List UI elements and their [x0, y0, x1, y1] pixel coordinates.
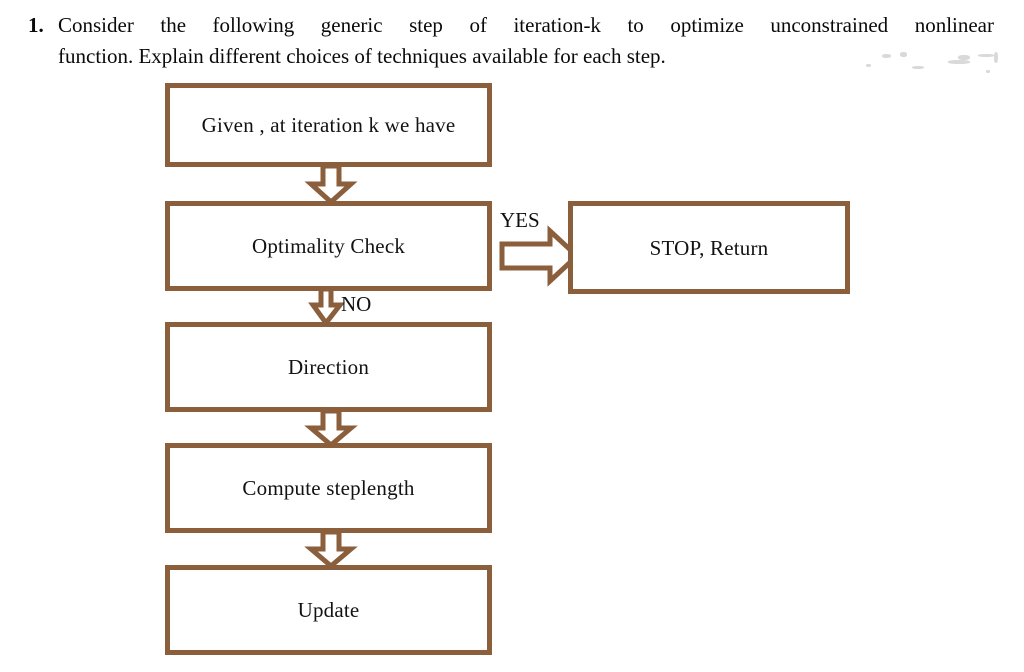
flowchart-node-update-label: Update	[297, 598, 360, 622]
flowchart-node-stop-return-label: STOP, Return	[649, 235, 769, 260]
flowchart-arrow-optimality-to-direction	[308, 286, 346, 328]
flowchart-node-compute-steplength-label: Compute steplength	[242, 476, 415, 500]
question-number: 1.	[28, 13, 44, 37]
flowchart-arrow-steplength-to-update	[304, 529, 358, 570]
flowchart-node-optimality-check-label: Optimality Check	[251, 234, 406, 258]
flowchart-node-optimality-check[interactable]: Optimality Check	[165, 201, 492, 291]
question-block: 1. Consider the following generic step o…	[0, 0, 1024, 72]
question-line-2: function. Explain different choices of t…	[58, 44, 666, 68]
flowchart-node-direction-label: Direction	[287, 355, 370, 379]
question-text: Consider the following generic step of i…	[58, 10, 994, 72]
question-line-1: Consider the following generic step of i…	[58, 13, 994, 37]
flowchart-arrow-optimality-to-stop	[499, 225, 581, 287]
flowchart-node-compute-steplength[interactable]: Compute steplength	[165, 443, 492, 533]
flowchart-node-direction[interactable]: Direction	[165, 322, 492, 412]
flowchart-node-update[interactable]: Update	[165, 565, 492, 655]
flowchart-node-given[interactable]: Given , at iteration k we have	[165, 83, 492, 167]
flowchart-node-given-label: Given , at iteration k we have	[201, 113, 456, 137]
question-row: 1. Consider the following generic step o…	[28, 10, 994, 72]
flowchart-edge-label-no: NO	[341, 292, 372, 316]
flowchart-arrow-direction-to-steplength	[304, 408, 358, 449]
flowchart-edge-label-yes: YES	[500, 208, 540, 232]
flowchart-arrow-given-to-optimality	[304, 163, 358, 206]
flowchart-node-stop-return[interactable]: STOP, Return	[568, 201, 850, 294]
